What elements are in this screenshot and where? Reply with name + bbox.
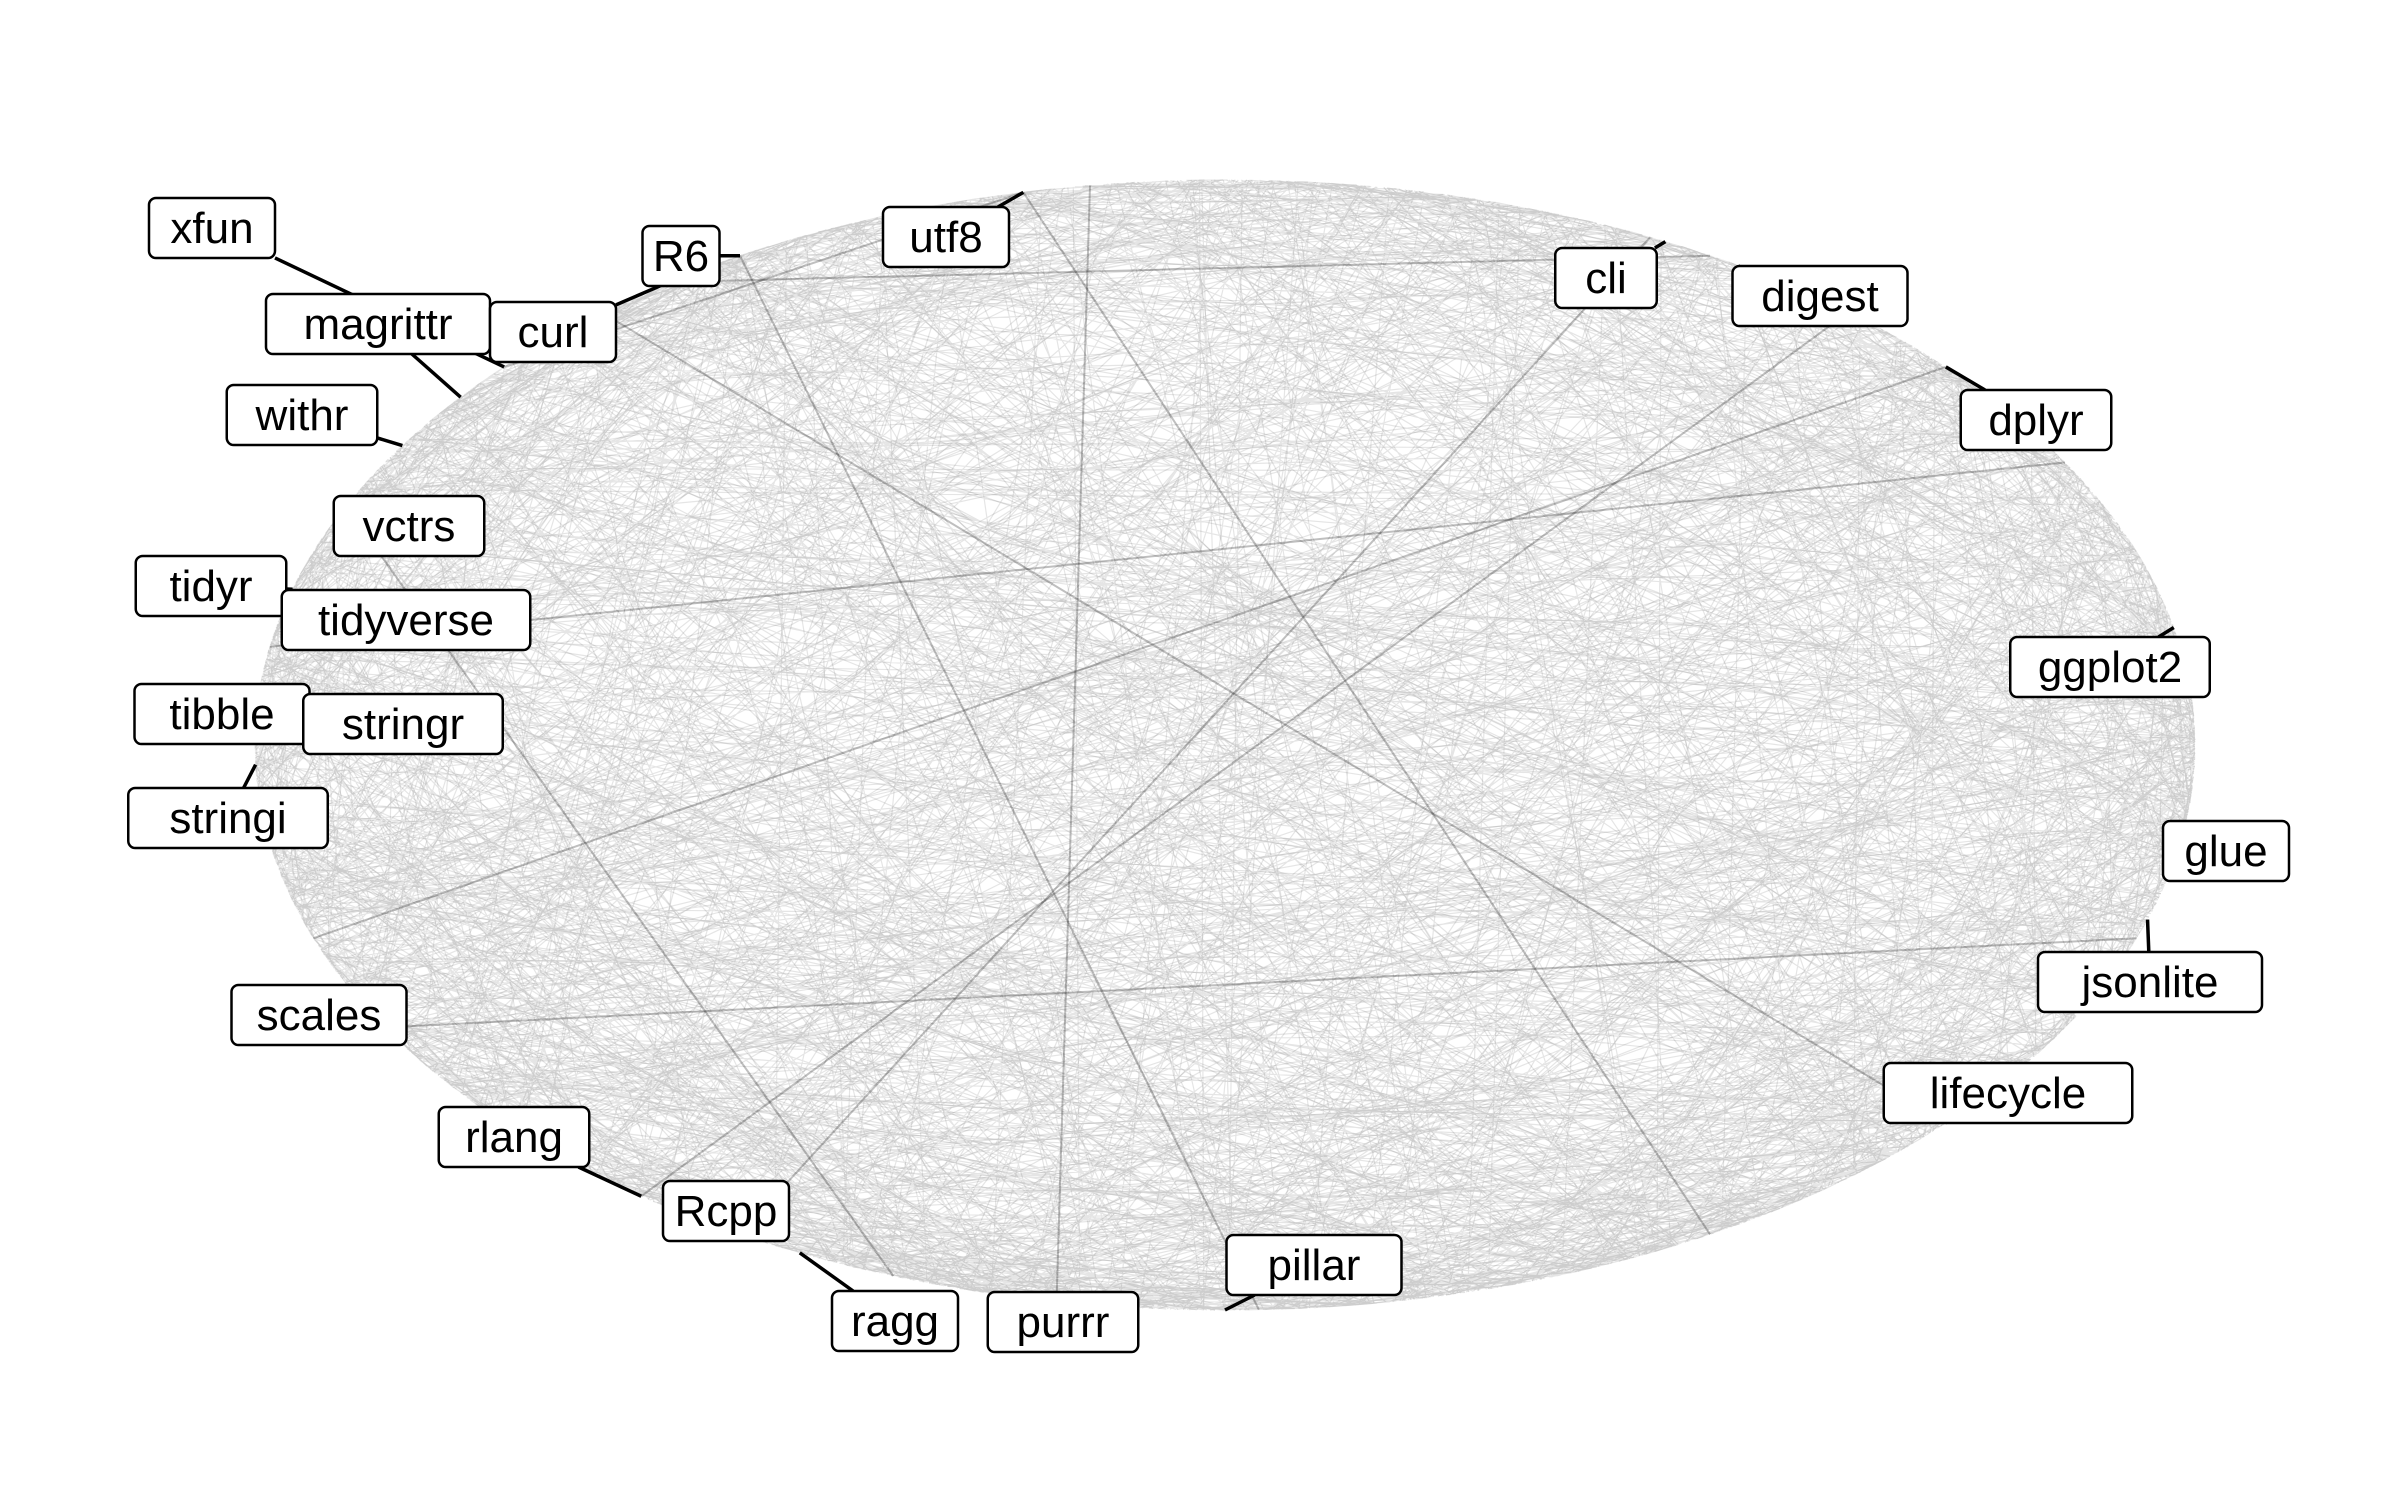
edge-4: [384, 937, 2137, 1029]
label-box: [830, 1289, 960, 1353]
label-text: digest: [1761, 272, 1878, 321]
node-label-xfun: xfun: [147, 196, 277, 260]
leader-line-dplyr: [1944, 365, 1986, 392]
node-label-rlang: rlang: [437, 1105, 591, 1169]
label-text: rlang: [465, 1113, 563, 1162]
node-label-purrr: purrr: [986, 1290, 1140, 1354]
label-text: Rcpp: [675, 1187, 778, 1236]
node-label-jsonlite: jsonlite: [2036, 950, 2264, 1014]
label-text: magrittr: [303, 300, 452, 349]
label-box: [2009, 635, 2211, 699]
label-text: dplyr: [1988, 396, 2083, 445]
node-label-cli: cli: [1554, 246, 1658, 310]
label-box: [2161, 819, 2291, 883]
label-text: withr: [255, 391, 349, 440]
node-label-tidyr: tidyr: [134, 554, 288, 618]
label-box: [641, 224, 721, 288]
leader-line-stringi: [241, 763, 258, 789]
label-box: [134, 554, 288, 618]
edge-2: [739, 255, 1260, 1311]
label-text: vctrs: [363, 502, 456, 551]
edge-1: [668, 254, 1711, 284]
leader-line-ragg: [798, 1251, 855, 1293]
label-text: purrr: [1017, 1298, 1110, 1347]
node-label-utf8: utf8: [881, 205, 1011, 269]
node-label-pillar: pillar: [1225, 1233, 1403, 1297]
edge-10: [600, 311, 1947, 1124]
node-label-stringr: stringr: [302, 692, 504, 756]
label-box: [1882, 1061, 2134, 1125]
leader-line-utf8: [997, 190, 1025, 209]
label-box: [1225, 1233, 1403, 1297]
label-box: [661, 1179, 791, 1243]
label-text: lifecycle: [1930, 1069, 2087, 1118]
node-label-rcpp: Rcpp: [661, 1179, 791, 1243]
node-label-curl: curl: [488, 300, 618, 364]
label-box: [230, 983, 408, 1047]
label-box: [225, 383, 379, 447]
leader-line-ggplot2: [2157, 626, 2175, 639]
node-label-stringi: stringi: [127, 786, 329, 850]
label-box: [437, 1105, 591, 1169]
label-text: pillar: [1268, 1241, 1361, 1290]
edge-11: [1055, 185, 1092, 1302]
node-label-ragg: ragg: [830, 1289, 960, 1353]
label-box: [280, 588, 532, 652]
label-box: [488, 300, 618, 364]
label-text: jsonlite: [2080, 958, 2219, 1007]
label-text: xfun: [170, 204, 253, 253]
label-box: [302, 692, 504, 756]
node-label-tidyverse: tidyverse: [280, 588, 532, 652]
label-text: tibble: [169, 690, 274, 739]
label-text: tidyr: [169, 562, 252, 611]
edge-8: [739, 236, 1651, 1235]
leader-line-withr: [376, 436, 403, 448]
edge-3: [1022, 191, 1711, 1235]
label-text: curl: [518, 308, 589, 357]
label-text: R6: [653, 232, 709, 281]
label-box: [1731, 264, 1909, 328]
node-label-digest: digest: [1731, 264, 1909, 328]
leader-line-rlang: [577, 1165, 642, 1198]
node-label-dplyr: dplyr: [1959, 388, 2113, 452]
node-label-r6: R6: [641, 224, 721, 288]
edge-6: [269, 461, 2066, 648]
label-box: [1959, 388, 2113, 452]
label-box: [986, 1290, 1140, 1354]
label-text: stringi: [169, 794, 286, 843]
edge-5: [640, 311, 1850, 1198]
label-box: [2036, 950, 2264, 1014]
leader-line-jsonlite: [2145, 919, 2151, 953]
node-label-withr: withr: [225, 383, 379, 447]
edge-9: [313, 365, 1947, 940]
edges-layer: [254, 179, 2196, 1311]
label-text: scales: [257, 991, 382, 1040]
label-box: [332, 494, 486, 558]
leader-line-magrittr: [410, 352, 462, 399]
label-text: glue: [2184, 827, 2267, 876]
node-label-lifecycle: lifecycle: [1882, 1061, 2134, 1125]
label-box: [1554, 246, 1658, 310]
label-text: stringr: [342, 700, 464, 749]
label-text: ggplot2: [2038, 643, 2182, 692]
label-box: [127, 786, 329, 850]
leader-line-cli: [1653, 240, 1667, 250]
label-box: [147, 196, 277, 260]
label-text: cli: [1585, 254, 1627, 303]
label-text: tidyverse: [318, 596, 494, 645]
node-label-glue: glue: [2161, 819, 2291, 883]
label-text: ragg: [851, 1297, 939, 1346]
node-labels-layer: xfun magrittr withr R6 curl utf8 cli digest dply…: [127, 196, 2291, 1354]
label-box: [881, 205, 1011, 269]
label-text: utf8: [909, 213, 982, 262]
node-label-vctrs: vctrs: [332, 494, 486, 558]
leader-line-pillar: [1224, 1293, 1256, 1312]
node-label-scales: scales: [230, 983, 408, 1047]
node-label-ggplot2: ggplot2: [2009, 635, 2211, 699]
node-label-tibble: tibble: [133, 682, 311, 746]
node-label-magrittr: magrittr: [264, 292, 492, 356]
